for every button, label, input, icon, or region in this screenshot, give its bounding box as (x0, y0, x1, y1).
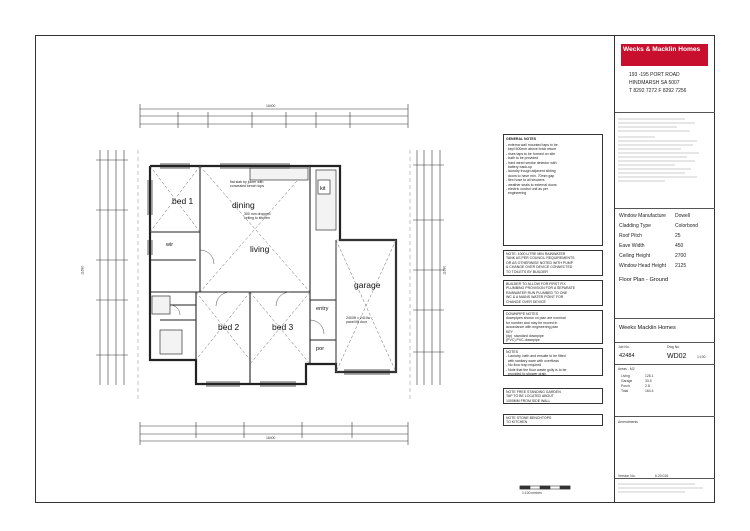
spec-label: Window Head Height (619, 263, 666, 269)
spec-label: Window Manufacture (619, 213, 666, 219)
spec-value: 2125 (675, 263, 687, 269)
bench-note: flat slab by joiner with concealed bench… (230, 180, 265, 189)
title-block-notes (615, 112, 715, 198)
room-label-bed2: bed 2 (218, 322, 240, 332)
area-value: 164.4 (645, 389, 654, 393)
stone-bench-text: NOTE STONE BENCHTOPS TO KITCHEN (506, 416, 552, 425)
scale-bar-label: 1:100 metres (522, 491, 542, 495)
specs-table: Window Manufacture Dowell Cladding Type … (615, 208, 715, 296)
scale: 1:100 (697, 355, 706, 359)
general-notes-box: GENERAL NOTES - externa wall mounted tap… (503, 134, 603, 246)
downpipe-text: DOWNPIPE NOTES downpipes shown on plan a… (506, 312, 566, 343)
spec-value: 2700 (675, 253, 687, 259)
area-label: Total (621, 389, 629, 393)
client-name: Weeks Macklin Homes (619, 325, 676, 331)
spec-label: Cladding Type (619, 223, 651, 229)
downpipe-note: DOWNPIPE NOTES downpipes shown on plan a… (503, 310, 603, 344)
general-notes-title: GENERAL NOTES (506, 137, 537, 141)
area-label: Porch (621, 384, 630, 388)
client-row: Weeks Macklin Homes (615, 318, 715, 342)
room-label-kitchen: kit (320, 186, 326, 192)
company-phone: T 8292 7272 F 8292 7256 (629, 88, 687, 94)
amendments-row: Amendments Version No. 6.20.016 (615, 416, 715, 486)
garden-tap-note: NOTE FREE STANDING GARDEN TAP TO BE LOCA… (503, 388, 603, 404)
room-label-bed1: bed 1 (172, 196, 194, 206)
sanitary-note: NOTES - Laundry, bath and ensuite to be … (503, 348, 603, 376)
cornice-note: 300 mm dropped ceiling to kitchen (244, 212, 271, 221)
left-overall-dimension: 11690 (80, 265, 85, 275)
rainwater-tank-text: NOTE: 1000 LITRE MIN RAINWATER TANK AS P… (506, 252, 575, 274)
spec-label: Roof Pitch (619, 233, 643, 239)
right-overall-dimension: 11690 (442, 265, 447, 275)
general-notes-text: - externa wall mounted taps to be kept 5… (506, 143, 558, 196)
room-label-porch: por (316, 346, 325, 352)
top-overall-dimension: 16400 (266, 104, 276, 108)
area-value: 128.1 (645, 374, 654, 378)
areas-row: Areas - M2 Living 128.1 Garage 33.5 Porc… (615, 364, 715, 402)
job-no: 42484 (619, 353, 635, 359)
garage-door-note: 2400H x 2410w panel lift door (346, 316, 371, 325)
fine-print-lines (618, 118, 699, 182)
bottom-overall-dimension: 16400 (266, 436, 276, 440)
title-block: Wecks & Macklin Homes 193 -195 PORT ROAD… (614, 36, 715, 502)
amendments-label: Amendments (618, 420, 638, 424)
stone-bench-note: NOTE STONE BENCHTOPS TO KITCHEN (503, 414, 603, 426)
area-label: Living (621, 374, 630, 378)
company-logo: Wecks & Macklin Homes (621, 44, 708, 66)
area-label: Garage (621, 379, 633, 383)
area-value: 2.8 (645, 384, 650, 388)
rainwater-tank-note: NOTE: 1000 LITRE MIN RAINWATER TANK AS P… (503, 250, 603, 276)
plumbing-text: BUILDER TO ALLOW FOR FIRST FIX PLUMBING … (506, 282, 576, 304)
room-label-garage: garage (354, 280, 381, 290)
version-label: Version No. (618, 474, 636, 478)
copyright-fine-print (618, 483, 703, 493)
company-address-2: HINDMARSH SA 5007 (629, 80, 680, 86)
spec-label: Ceiling Height (619, 253, 651, 259)
drawing-no-label: Dwg No. (667, 345, 681, 349)
room-label-entry: entry (316, 306, 329, 312)
spec-value: 25 (675, 233, 681, 239)
room-label-living: living (250, 244, 270, 254)
version-number: 6.20.016 (655, 474, 669, 478)
drawing-no: WD02 (667, 353, 687, 360)
spec-label: Eave Width (619, 243, 645, 249)
garden-tap-text: NOTE FREE STANDING GARDEN TAP TO BE LOCA… (506, 390, 561, 403)
drawing-title: Floor Plan - Ground (619, 277, 669, 283)
drawing-sheet-border (35, 35, 715, 503)
room-label-wir: wir (166, 242, 174, 248)
spec-value: Dowell (675, 213, 691, 219)
copyright-row (615, 478, 715, 502)
room-label-bed3: bed 3 (272, 322, 294, 332)
room-label-dining: dining (232, 200, 255, 210)
job-no-label: Job No. (618, 345, 630, 349)
company-address-1: 193 -195 PORT ROAD (629, 72, 680, 78)
spec-value: 450 (675, 243, 684, 249)
plumbing-note: BUILDER TO ALLOW FOR FIRST FIX PLUMBING … (503, 280, 603, 306)
area-value: 33.5 (645, 379, 652, 383)
areas-label: Areas - M2 (618, 367, 635, 371)
spec-value: Colorbond (675, 223, 699, 229)
job-row: Job No. 42484 Dwg No. WD02 1:100 (615, 342, 715, 364)
sanitary-text: NOTES - Laundry, bath and ensuite to be … (506, 350, 567, 377)
